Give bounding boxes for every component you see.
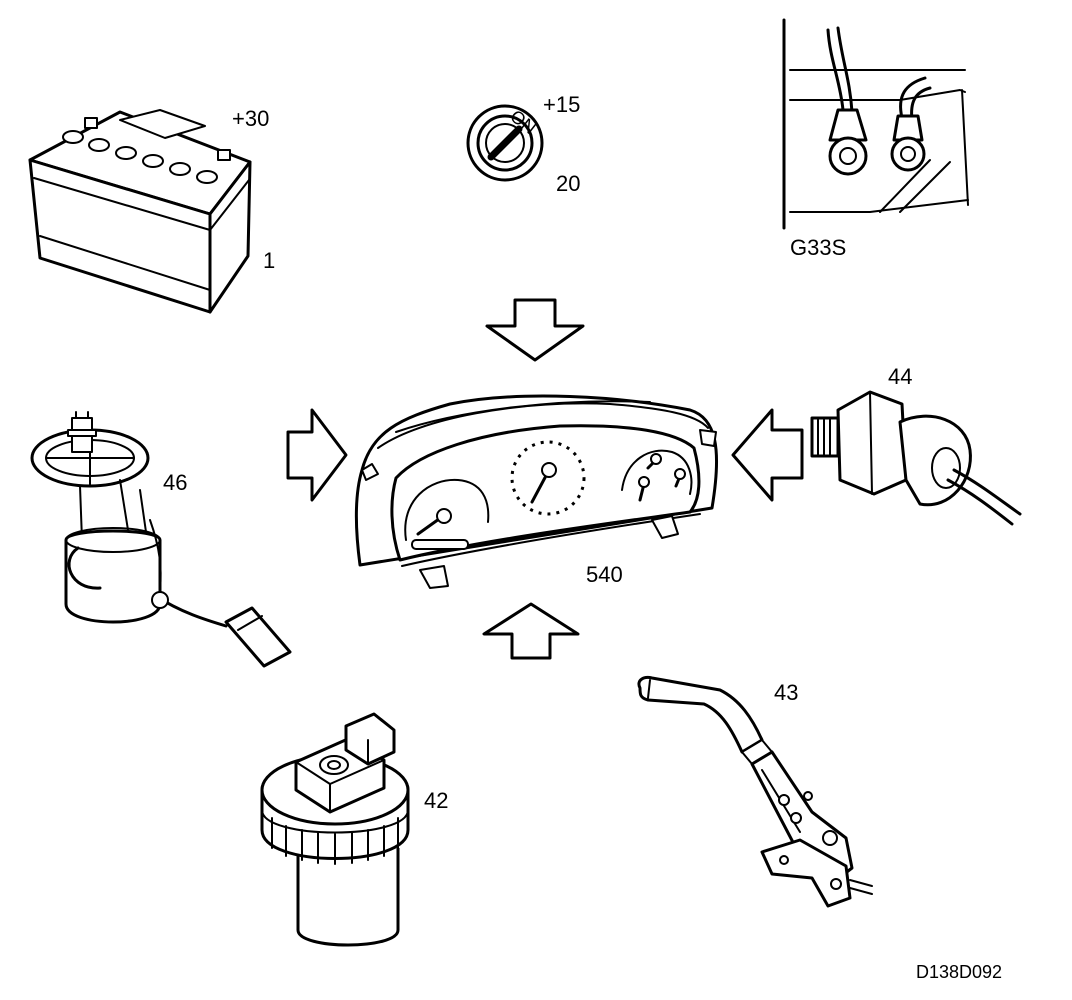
ignition-terminal-label: +15 <box>543 92 580 117</box>
fuel-level-sender-label: 42 <box>424 788 448 813</box>
pressure-switch-illustration <box>810 390 1022 526</box>
handbrake-label: 43 <box>774 680 798 705</box>
fuel-pump-illustration <box>30 411 292 668</box>
fuel-level-sender-illustration <box>260 712 410 947</box>
ignition-switch-label: 20 <box>556 171 580 196</box>
fuel-pump-label: 46 <box>163 470 187 495</box>
arrow-left <box>731 408 804 502</box>
arrow-down <box>485 298 585 362</box>
battery-terminal-label: +30 <box>232 106 269 131</box>
drawing-id: D138D092 <box>916 962 1002 982</box>
ground-point-illustration <box>782 18 969 230</box>
battery-illustration <box>28 109 252 314</box>
arrow-up <box>482 602 580 660</box>
pressure-switch-label: 44 <box>888 364 912 389</box>
handbrake-illustration <box>637 676 873 908</box>
ground-point-label: G33S <box>790 235 846 260</box>
instrument-cluster-label: 540 <box>586 562 623 587</box>
ignition-switch-illustration: ON <box>466 104 544 182</box>
instrument-cluster-illustration <box>354 394 719 589</box>
battery-label: 1 <box>263 248 275 273</box>
arrow-right <box>286 408 348 502</box>
